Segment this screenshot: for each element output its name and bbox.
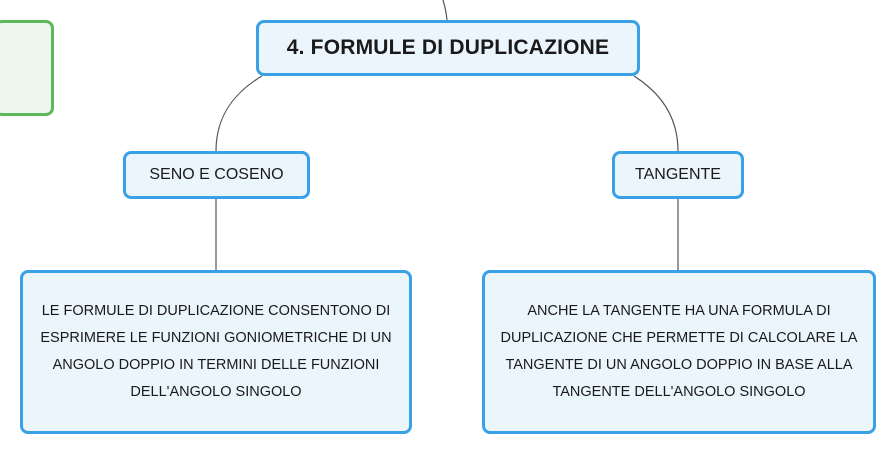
subtopic-seno-coseno-label: SENO E COSENO — [149, 166, 284, 183]
subtopic-seno-coseno[interactable]: SENO E COSENO — [123, 151, 310, 199]
detail-seno-coseno[interactable]: LE FORMULE DI DUPLICAZIONE CONSENTONO DI… — [20, 270, 412, 434]
root-topic-label: 4. FORMULE DI DUPLICAZIONE — [286, 36, 610, 59]
connector-parent-to-root — [442, 0, 448, 21]
detail-tangente[interactable]: ANCHE LA TANGENTE HA UNA FORMULA DI DUPL… — [482, 270, 876, 434]
connector-root-to-tangente — [633, 75, 679, 152]
root-topic-node[interactable]: 4. FORMULE DI DUPLICAZIONE — [256, 20, 640, 76]
detail-seno-coseno-text: LE FORMULE DI DUPLICAZIONE CONSENTONO DI… — [40, 303, 392, 400]
connector-root-to-seno-coseno — [215, 75, 263, 152]
partial-side-node[interactable] — [0, 20, 54, 116]
detail-tangente-text: ANCHE LA TANGENTE HA UNA FORMULA DI DUPL… — [500, 303, 858, 400]
subtopic-tangente-label: TANGENTE — [635, 166, 721, 183]
subtopic-tangente[interactable]: TANGENTE — [612, 151, 744, 199]
